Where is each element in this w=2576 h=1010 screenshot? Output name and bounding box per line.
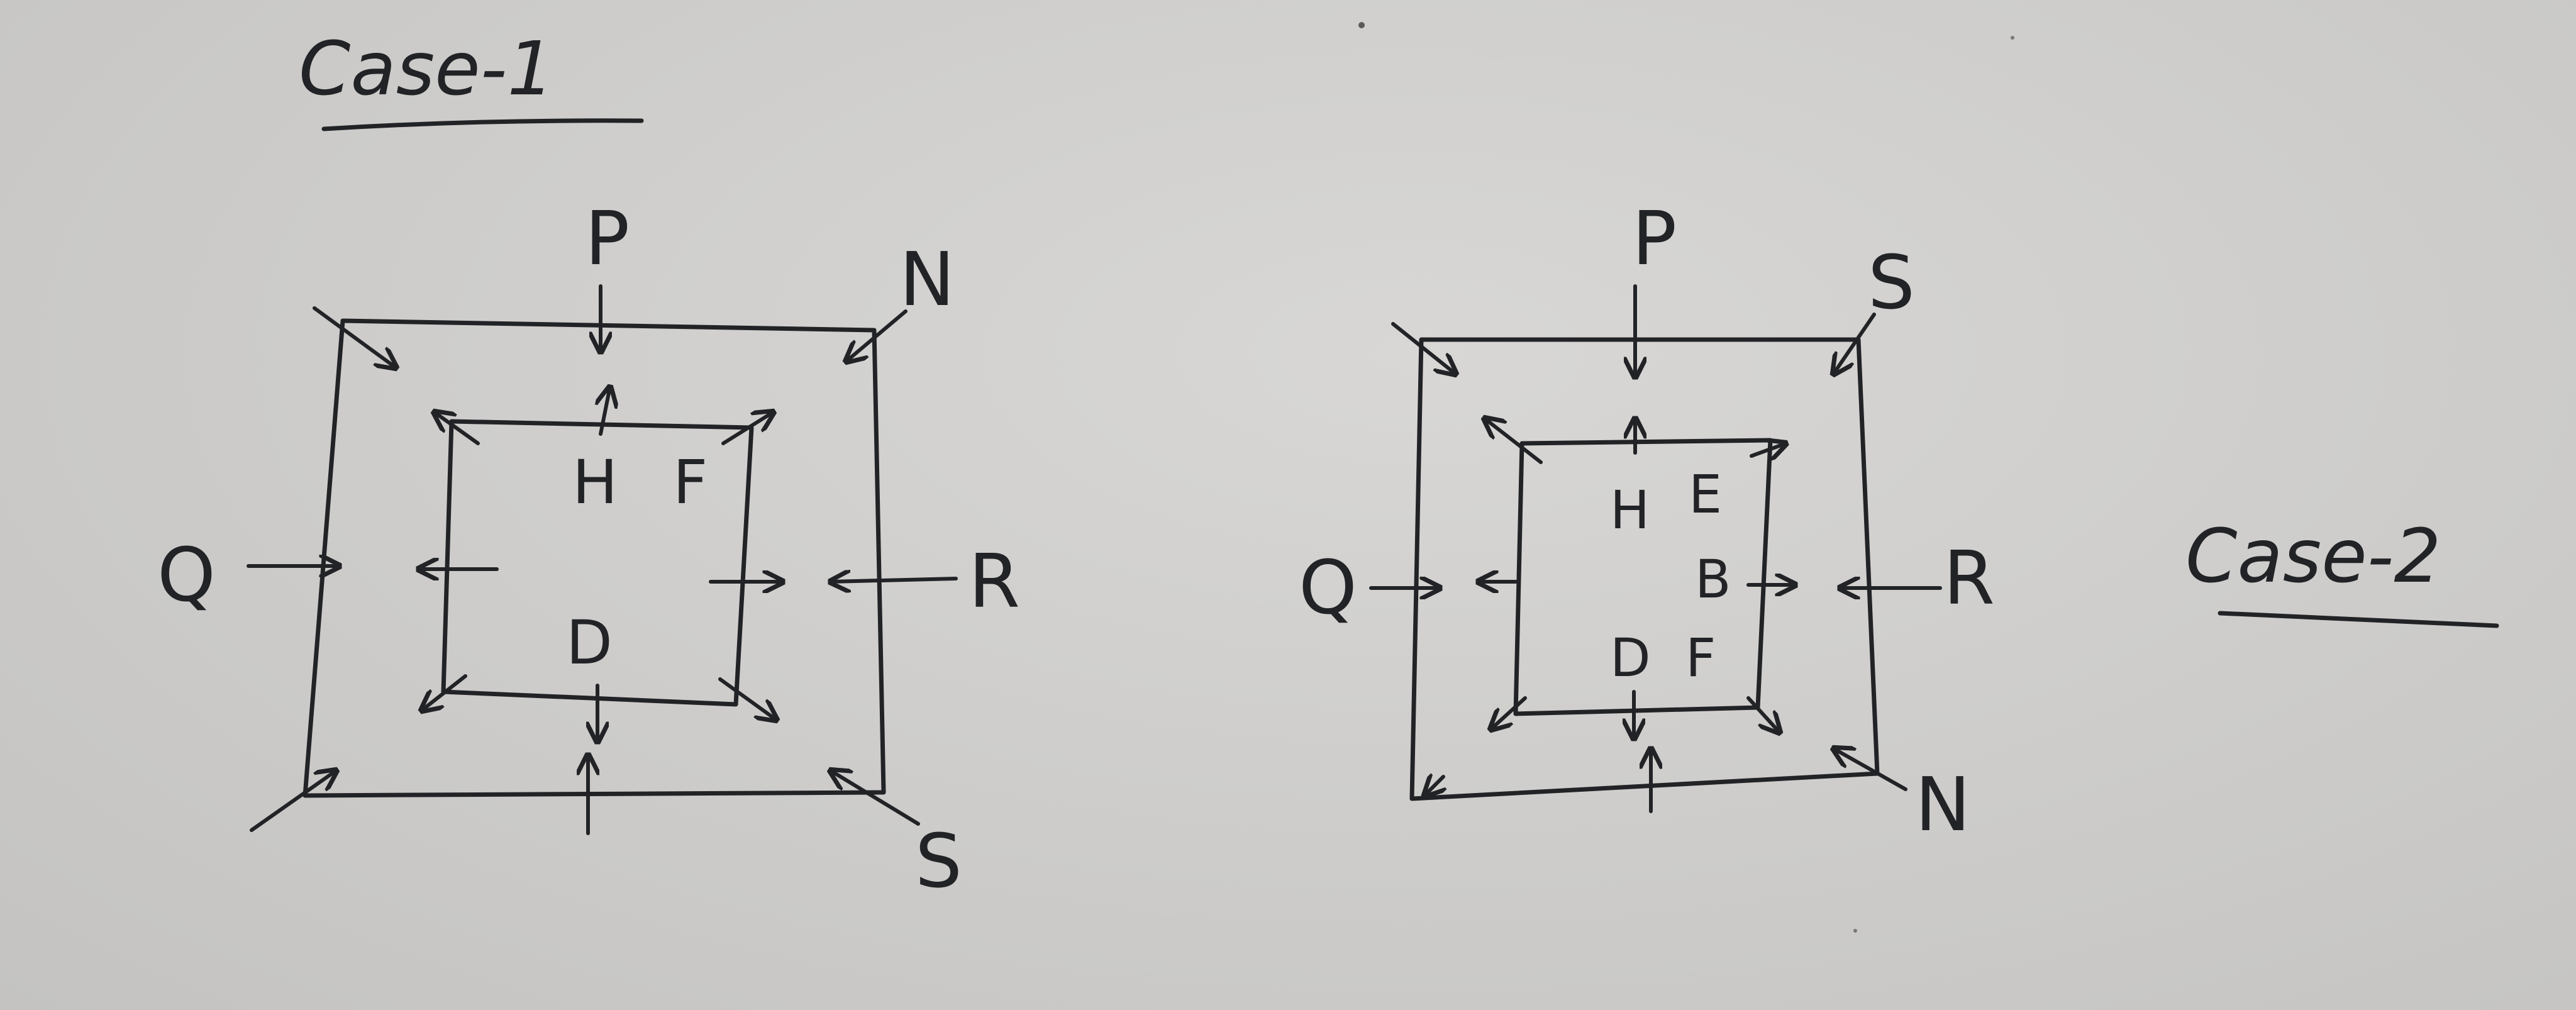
case2-label-B: B bbox=[1695, 548, 1731, 610]
case1-inner-corner-top-left bbox=[434, 412, 480, 445]
case2-label-R: R bbox=[1943, 535, 1995, 621]
case1-label-D: D bbox=[566, 608, 613, 678]
case2-label-H: H bbox=[1610, 479, 1650, 541]
case2-label-P: P bbox=[1632, 195, 1677, 282]
case2-title: Case-2 bbox=[2185, 513, 2441, 599]
case1-outer-square bbox=[303, 318, 886, 798]
case2-title-underline bbox=[2218, 611, 2499, 628]
case2-corner-arrow-bottom-left bbox=[1424, 777, 1443, 796]
case2-label-D: D bbox=[1610, 627, 1651, 689]
case1-diagram: Case-1 P N Q R S H F D bbox=[157, 25, 1020, 904]
case1-arrow-H-up bbox=[601, 387, 610, 436]
case2-label-E: E bbox=[1689, 463, 1722, 525]
case1-inner-corner-bottom-right bbox=[718, 677, 777, 720]
case2-inner-corner-top-left bbox=[1484, 418, 1543, 464]
case2-label-Q: Q bbox=[1299, 544, 1357, 631]
case1-corner-arrow-top-right bbox=[846, 309, 908, 362]
case2-label-S: S bbox=[1868, 239, 1915, 326]
case2-label-F: F bbox=[1685, 627, 1716, 689]
case2-label-N: N bbox=[1915, 761, 1970, 848]
case1-inner-corner-bottom-left bbox=[421, 674, 467, 711]
case2-outer-square bbox=[1409, 337, 1880, 801]
case1-label-R: R bbox=[969, 538, 1020, 624]
paper-specks bbox=[1358, 22, 2014, 933]
case1-inner-corner-top-right bbox=[721, 412, 774, 445]
case2-inner-corner-top-right bbox=[1750, 443, 1786, 456]
case1-label-S: S bbox=[915, 818, 962, 904]
case2-inner-corner-bottom-right bbox=[1746, 696, 1780, 733]
case1-title: Case-1 bbox=[299, 25, 554, 112]
case1-label-N: N bbox=[899, 236, 955, 323]
case1-inner-square bbox=[441, 419, 754, 707]
case1-corner-arrow-top-left bbox=[313, 306, 396, 368]
case2-corner-arrow-top-left bbox=[1391, 322, 1456, 374]
case2-inner-corner-bottom-left bbox=[1491, 696, 1527, 730]
case2-diagram: Case-2 P S Q R N H E B D F bbox=[1299, 195, 2499, 848]
case1-title-underline bbox=[321, 118, 644, 131]
case1-corner-arrow-bottom-left bbox=[250, 770, 336, 832]
case1-label-F: F bbox=[673, 447, 708, 518]
case1-label-Q: Q bbox=[157, 531, 216, 618]
case1-label-P: P bbox=[585, 195, 630, 282]
case2-corner-arrow-bottom-right bbox=[1833, 748, 1907, 791]
case1-label-H: H bbox=[572, 447, 618, 518]
case1-corner-arrow-bottom-right bbox=[830, 770, 920, 826]
case2-corner-arrow-top-right bbox=[1833, 313, 1876, 374]
case1-arrow-R-left bbox=[830, 579, 958, 582]
